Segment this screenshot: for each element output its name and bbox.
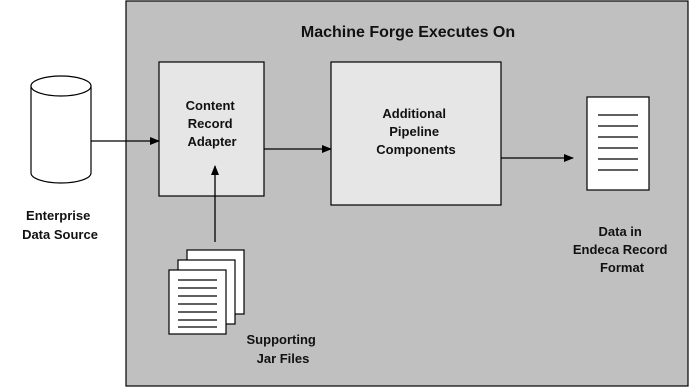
- pipeline-components-line-2: Pipeline: [389, 124, 439, 139]
- content-record-adapter-line-2: Record: [188, 116, 233, 131]
- content-record-adapter-line-3: Adapter: [187, 134, 236, 149]
- supporting-jar-files-line-1: Supporting: [247, 332, 316, 347]
- content-record-adapter-line-1: Content: [186, 98, 236, 113]
- endeca-record-format-label: Data in Endeca Record Format: [573, 224, 671, 275]
- enterprise-data-source-line-2: Data Source: [22, 227, 98, 242]
- document-icon: [586, 96, 650, 191]
- endeca-record-format-line-2: Endeca Record: [573, 242, 668, 257]
- supporting-jar-files-line-2: Jar Files: [257, 351, 310, 366]
- enterprise-data-source-line-1: Enterprise: [26, 208, 90, 223]
- database-cylinder-icon: [30, 75, 92, 184]
- stacked-documents-icon: [168, 249, 245, 335]
- endeca-record-format-line-3: Format: [600, 260, 645, 275]
- pipeline-components-line-1: Additional: [382, 106, 446, 121]
- pipeline-components-line-3: Components: [376, 142, 455, 157]
- content-record-adapter-label: Content Record Adapter: [186, 98, 239, 149]
- endeca-record-format-line-1: Data in: [599, 224, 642, 239]
- machine-title: Machine Forge Executes On: [301, 24, 515, 41]
- supporting-jar-files-label: Supporting Jar Files: [247, 332, 320, 366]
- pipeline-components-label: Additional Pipeline Components: [376, 106, 455, 157]
- enterprise-data-source-label: Enterprise Data Source: [22, 208, 98, 242]
- pipeline-components-box: [330, 61, 502, 206]
